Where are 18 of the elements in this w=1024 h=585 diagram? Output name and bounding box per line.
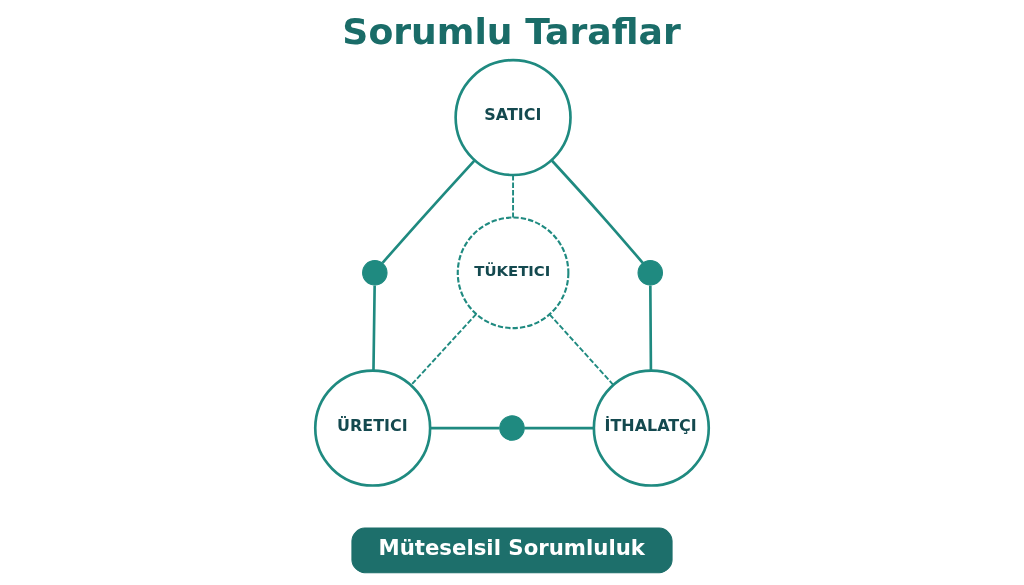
connector — [381, 159, 476, 264]
connector — [550, 159, 644, 264]
connector — [430, 426, 500, 430]
node-circle — [362, 260, 388, 286]
node-circle — [637, 260, 663, 286]
diagram-title: Sorumlu Taraflar — [342, 10, 681, 54]
connector — [649, 285, 653, 371]
node-circle: ÜRETICI — [313, 369, 432, 487]
node-circle: SATICI — [454, 58, 572, 177]
node-circle — [499, 415, 525, 441]
connector — [372, 285, 376, 371]
connector — [548, 313, 615, 386]
node-circle: İTHALATÇI — [592, 369, 711, 487]
node-circle: TÜKETICI — [456, 216, 570, 330]
connector — [512, 174, 514, 219]
connector — [524, 426, 594, 430]
connector — [410, 313, 478, 387]
node-box: Müteselsil Sorumluluk — [351, 527, 673, 574]
